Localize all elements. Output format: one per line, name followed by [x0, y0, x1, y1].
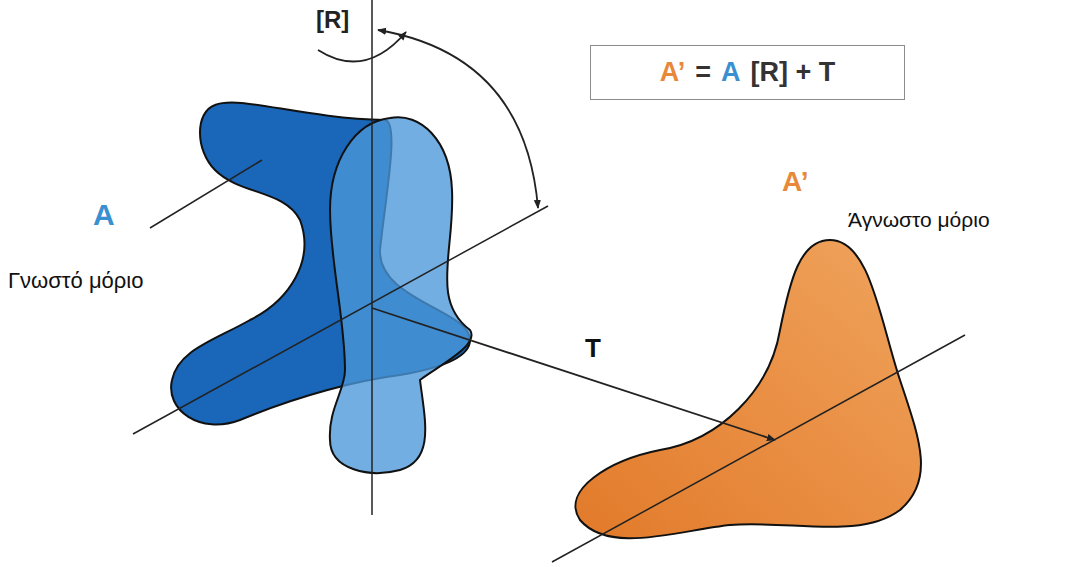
leader-line: [150, 160, 262, 228]
figure-label: T: [585, 334, 601, 364]
figure-label: [R]: [316, 6, 349, 34]
figure-label: Γνωστό μόριο: [8, 268, 143, 293]
formula-part: A’: [660, 57, 686, 88]
molecule-shape-rotated: [330, 117, 472, 473]
figure-label: A: [93, 198, 115, 233]
translation-vector: [372, 308, 775, 440]
unknown-molecule-shape: [575, 240, 921, 538]
formula-part: =: [695, 57, 711, 88]
figure-label: Άγνωστο μόριο: [848, 208, 990, 232]
vertical-axis: [371, 0, 373, 515]
unknown-axis: [552, 335, 965, 562]
diagonal-axis: [133, 206, 548, 434]
rotation-arrow: [318, 32, 406, 62]
rotation-angle-arrow: [378, 30, 538, 208]
figure-label: A’: [782, 166, 808, 198]
formula-box: A’ = A [R] + T: [590, 45, 905, 100]
formula-part: [R] + T: [751, 57, 836, 88]
formula-part: A: [721, 57, 741, 88]
